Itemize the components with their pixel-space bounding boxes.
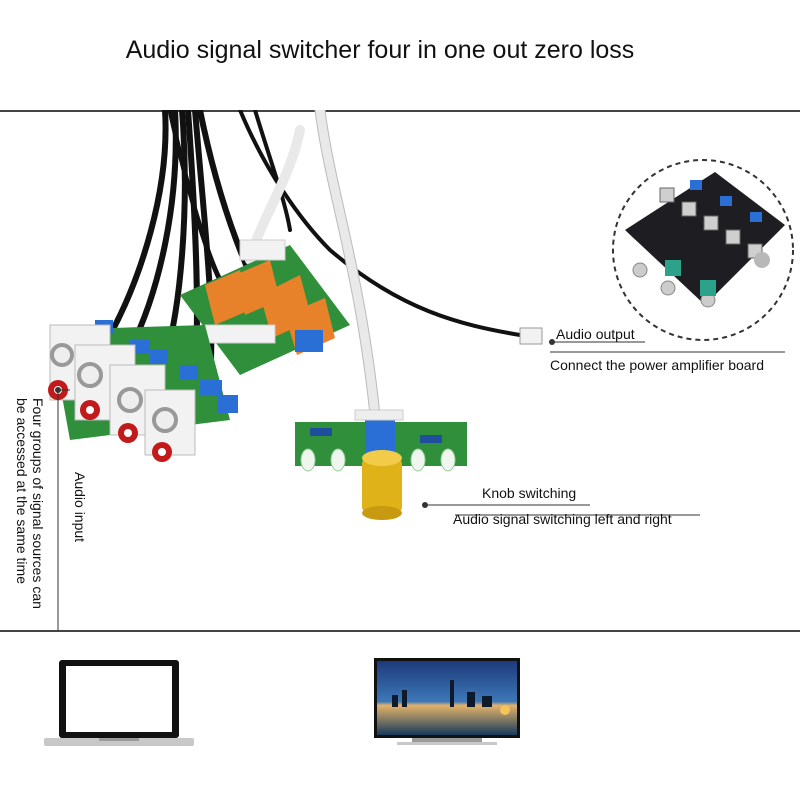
knob-switching-label: Knob switching <box>482 485 577 501</box>
relay-board <box>180 239 350 375</box>
audio-output-label: Audio output <box>556 326 635 342</box>
tv-icon <box>374 658 520 745</box>
product-illustration <box>48 110 794 630</box>
bottom-divider <box>0 630 800 632</box>
amplifier-board <box>625 172 785 308</box>
laptop-icon <box>44 660 194 746</box>
four-groups-line1: Four groups of signal sources can <box>30 398 46 609</box>
page-title: Audio signal switcher four in one out ze… <box>125 36 635 64</box>
rca-input-board <box>48 320 238 462</box>
callout-lines <box>57 341 785 630</box>
four-groups-line2: be accessed at the same time <box>14 398 30 584</box>
audio-switching-lr-label: Audio signal switching left and right <box>453 511 672 527</box>
rca-jacks <box>48 324 196 462</box>
knob-board <box>295 409 467 520</box>
audio-input-label: Audio input <box>72 472 88 543</box>
top-divider <box>0 110 800 112</box>
output-connector <box>519 327 543 345</box>
connect-amp-label: Connect the power amplifier board <box>550 357 765 373</box>
